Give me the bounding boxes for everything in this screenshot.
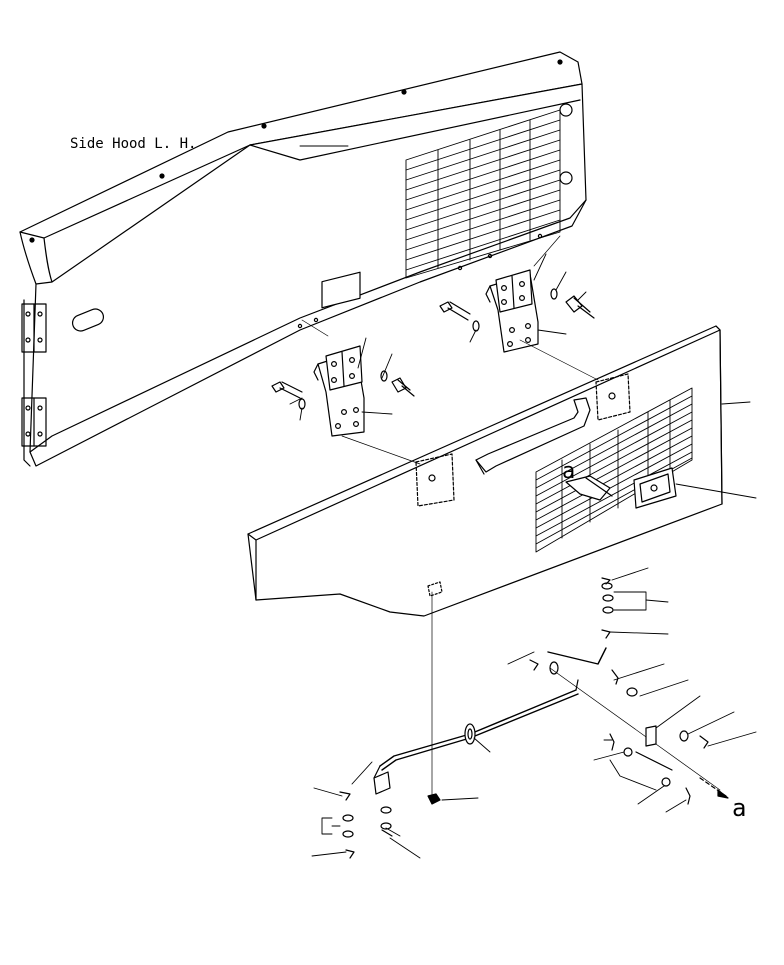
leader-lines (289, 145, 757, 859)
door-handle (475, 397, 591, 475)
hood-louvre-grille (405, 109, 561, 279)
reference-arrow-bottom (699, 777, 729, 799)
washer-right-a (472, 320, 480, 332)
hinge-bracket-right (485, 269, 539, 353)
bolt-left-b (391, 377, 415, 397)
latch-clip-bottom (373, 765, 391, 795)
washer-left-b (380, 370, 388, 382)
l-rod (547, 647, 607, 665)
reference-label-a-bottom: a (732, 794, 746, 822)
hood-hinge-upper (21, 303, 47, 353)
rod-grommet (464, 723, 476, 745)
latch-striker (635, 725, 673, 771)
bolt-left-a (271, 381, 303, 399)
latch-rod (379, 679, 579, 771)
bolt-right-a (439, 301, 471, 321)
washer-right-b (550, 288, 558, 300)
center-lines (301, 235, 721, 801)
hood-hinge-lower (21, 397, 47, 447)
bolt-right-b (565, 295, 595, 319)
reference-arrow-a (565, 475, 613, 501)
small-parts (339, 577, 709, 859)
side-hood-panel (19, 51, 587, 467)
door-panel (247, 325, 723, 617)
reference-label-a-panel: a (562, 459, 575, 484)
side-hood-label: Side Hood L. H. (70, 136, 196, 152)
lock-plate (633, 467, 677, 509)
hinge-bracket-left (313, 271, 365, 437)
washer-left-a (298, 398, 306, 410)
nut-bottom (427, 793, 441, 805)
